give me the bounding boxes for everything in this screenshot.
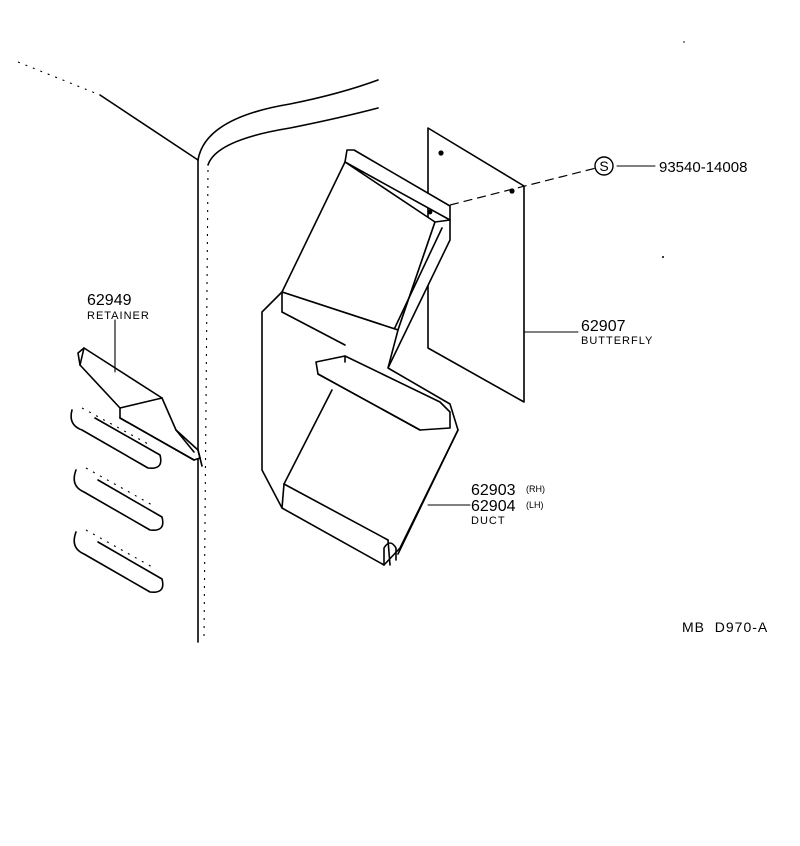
butterfly-hole-icon <box>438 150 444 156</box>
butterfly-callout: 62907 BUTTERFLY <box>581 318 653 347</box>
retainer-callout: 62949 RETAINER <box>87 292 150 322</box>
clip-part-number: 93540-14008 <box>659 159 747 176</box>
duct-hole-icon <box>427 209 433 215</box>
duct-part-number-rh: 62903 <box>471 482 516 499</box>
butterfly-plate <box>427 127 525 403</box>
clip-symbol: S <box>599 158 608 174</box>
leader-lines <box>114 165 656 506</box>
clip-callout: S 93540-14008 <box>594 156 747 176</box>
body-outline <box>17 61 379 643</box>
duct-part <box>261 149 459 566</box>
duct-suffix-rh: (RH) <box>526 484 545 494</box>
retainer-name: RETAINER <box>87 310 150 322</box>
speck-mark <box>683 41 685 43</box>
retainer-part-number: 62949 <box>87 292 132 309</box>
duct-suffix-lh: (LH) <box>526 500 544 510</box>
diagram-code: MB D970-A <box>682 619 768 635</box>
butterfly-part-number: 62907 <box>581 318 626 335</box>
duct-callout: 62903 (RH) 62904 (LH) DUCT <box>471 482 545 527</box>
butterfly-name: BUTTERFLY <box>581 335 653 347</box>
louver-slots <box>70 407 164 594</box>
duct-name: DUCT <box>471 515 506 527</box>
duct-part-number-lh: 62904 <box>471 498 516 515</box>
retainer-part <box>77 347 203 467</box>
clip-symbol-circle-icon <box>594 156 614 176</box>
speck-mark <box>662 256 664 258</box>
